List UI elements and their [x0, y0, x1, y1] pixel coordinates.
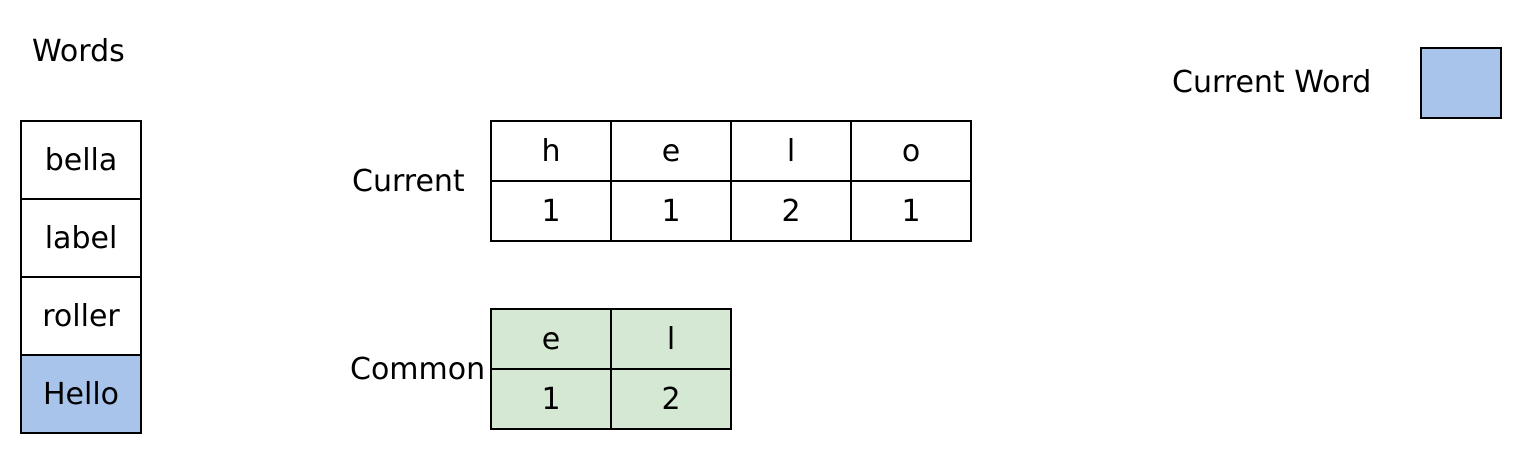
current-count-cell: 2 — [730, 180, 852, 242]
common-table: e l 1 2 — [490, 308, 732, 430]
common-count-cell: 2 — [610, 368, 732, 430]
common-label: Common — [350, 352, 486, 387]
word-cell-bella: bella — [20, 120, 142, 200]
legend-swatch — [1420, 47, 1502, 119]
current-letters-row: h e l o — [490, 120, 972, 182]
current-letter-cell: e — [610, 120, 732, 182]
common-letter-cell: l — [610, 308, 732, 370]
current-counts-row: 1 1 2 1 — [490, 180, 972, 242]
current-label: Current — [352, 164, 465, 199]
common-letters-row: e l — [490, 308, 732, 370]
current-letter-cell: l — [730, 120, 852, 182]
words-list: bella label roller Hello — [20, 120, 142, 434]
common-count-cell: 1 — [490, 368, 612, 430]
current-letter-cell: h — [490, 120, 612, 182]
current-letter-cell: o — [850, 120, 972, 182]
current-count-cell: 1 — [850, 180, 972, 242]
current-count-cell: 1 — [490, 180, 612, 242]
common-letter-cell: e — [490, 308, 612, 370]
words-title: Words — [32, 34, 125, 69]
word-cell-label: label — [20, 198, 142, 278]
legend-label: Current Word — [1172, 65, 1372, 100]
current-count-cell: 1 — [610, 180, 732, 242]
common-counts-row: 1 2 — [490, 368, 732, 430]
word-cell-roller: roller — [20, 276, 142, 356]
current-table: h e l o 1 1 2 1 — [490, 120, 972, 242]
word-cell-hello: Hello — [20, 354, 142, 434]
